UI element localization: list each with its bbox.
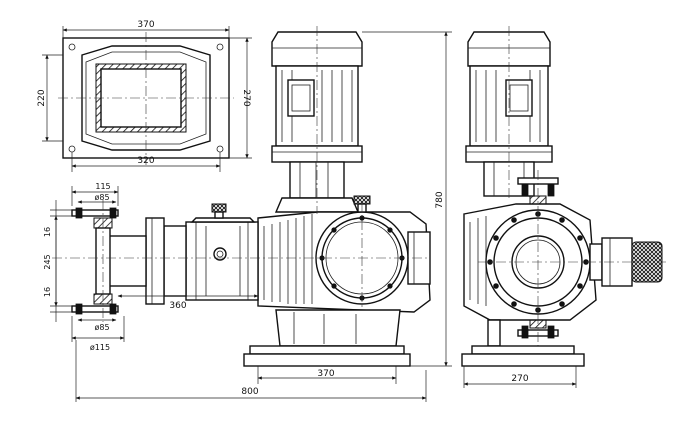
side-view: 270 [461, 26, 666, 388]
dim-top-height: 220 [37, 89, 47, 106]
dim-phi85-top: ø85 [94, 193, 109, 202]
dim-phi115: ø115 [90, 343, 110, 352]
dim-phi85-bottom: ø85 [94, 323, 109, 332]
top-view: 370 220 270 320 [37, 20, 252, 172]
dim-base-370: 370 [317, 369, 334, 379]
dim-16-bottom: 16 [43, 287, 52, 297]
dim-top-height-right: 270 [241, 89, 251, 106]
dim-height-780: 780 [435, 191, 445, 208]
dim-360: 360 [169, 301, 186, 311]
dim-total-800: 800 [241, 387, 258, 397]
dim-flange-115: 115 [95, 182, 110, 191]
dim-top-width: 370 [137, 20, 154, 30]
front-view: 115 ø85 16 245 16 ø85 ø115 360 370 [43, 26, 452, 402]
dim-side-270: 270 [511, 374, 528, 384]
dim-top-base: 320 [137, 156, 154, 166]
dim-245: 245 [43, 254, 52, 269]
dim-16-top: 16 [43, 227, 52, 237]
